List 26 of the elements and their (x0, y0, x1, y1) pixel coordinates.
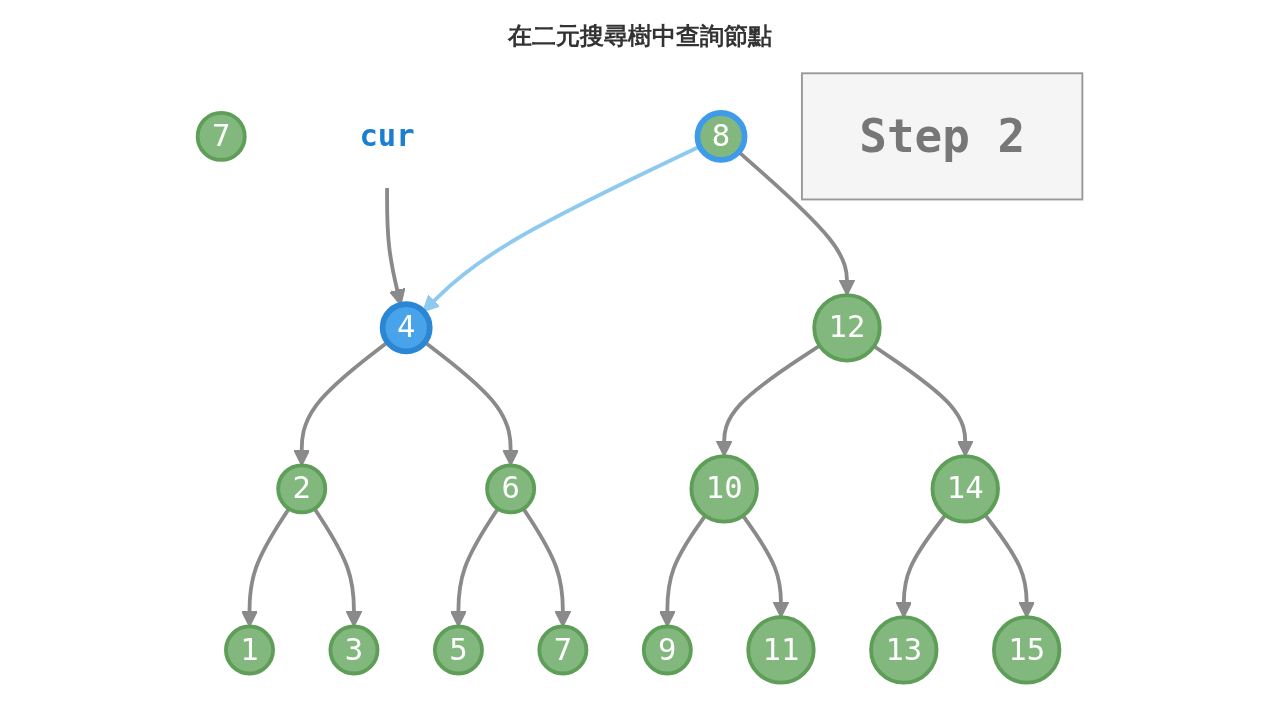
node-circle: 9 (641, 624, 693, 676)
node-circle: 12 (812, 293, 882, 363)
node-circle: 4 (379, 301, 433, 355)
arrow (895, 513, 947, 618)
arrow (715, 344, 821, 457)
arrow (422, 144, 701, 313)
arrow (741, 514, 790, 618)
arrow (873, 344, 974, 457)
node-circle: 7 (537, 624, 589, 676)
node-circle: 13 (869, 615, 939, 685)
arrow (983, 513, 1036, 618)
node-circle: 1 (224, 624, 275, 676)
node-circle: 14 (930, 454, 1000, 524)
node-circle: 2 (276, 463, 328, 515)
node-circle: 11 (746, 615, 816, 685)
arrow (737, 150, 856, 296)
node-text: cur (359, 117, 415, 154)
node-circle: 5 (432, 624, 484, 676)
node-box: Step 2 (800, 72, 1084, 201)
node-circle: 8 (694, 109, 748, 163)
node-circle: 10 (689, 454, 759, 524)
diagram-title: 在二元搜尋樹中查詢節點 (508, 21, 772, 52)
node-circle: 6 (485, 463, 537, 515)
node-circle: 3 (328, 624, 380, 676)
node-circle: 15 (992, 615, 1062, 685)
node-circle: 7 (195, 110, 247, 162)
